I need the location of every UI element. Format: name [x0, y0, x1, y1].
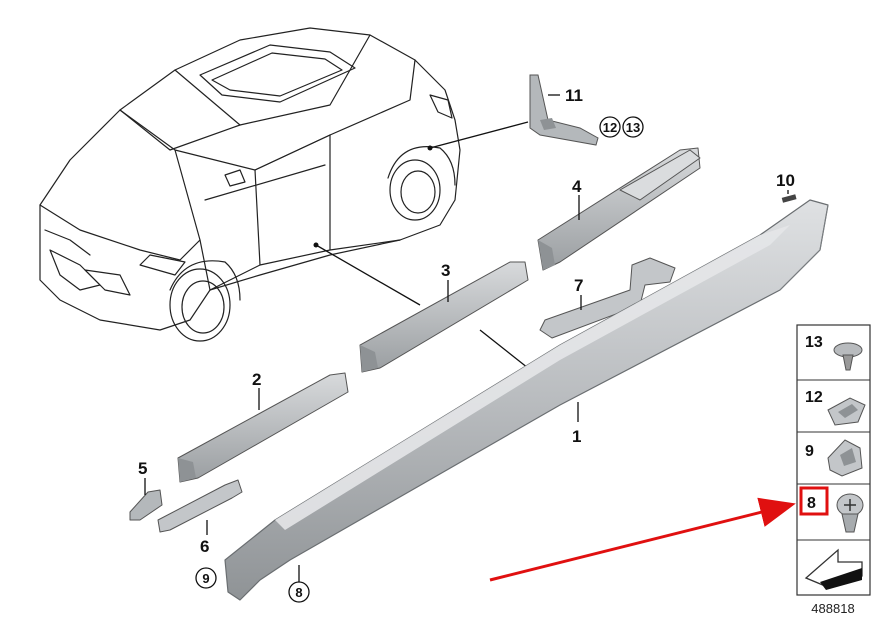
svg-text:13: 13	[626, 120, 640, 135]
part-2-reinforcement	[177, 372, 349, 483]
legend-item-9: 9	[805, 439, 863, 477]
circled-9: 9	[195, 567, 217, 589]
callout-5: 5	[138, 459, 147, 478]
legend-item-8: 8	[799, 486, 864, 533]
svg-text:12: 12	[805, 389, 823, 406]
part-3-reinforcement	[359, 261, 529, 373]
svg-text:12: 12	[603, 120, 617, 135]
legend-item-12: 12	[805, 389, 866, 426]
callout-4: 4	[572, 177, 582, 196]
part-11-bracket	[529, 74, 599, 146]
part-1-side-sill	[224, 199, 829, 601]
highlight-box	[799, 486, 829, 516]
part-6-trim	[157, 479, 243, 535]
reference-number: 488818	[811, 601, 854, 616]
part-5-bracket	[129, 478, 163, 521]
legend-symbol	[804, 548, 863, 590]
circled-8: 8	[288, 565, 310, 603]
part-7-trim	[539, 257, 676, 339]
callout-11: 11	[565, 86, 583, 105]
svg-text:9: 9	[202, 571, 209, 586]
svg-text:13: 13	[805, 334, 823, 351]
callout-2: 2	[252, 370, 261, 389]
red-pointer-arrow	[489, 497, 796, 582]
callout-10: 10	[776, 171, 795, 190]
circled-12: 12	[599, 116, 621, 138]
circled-13: 13	[622, 116, 644, 138]
callout-6: 6	[200, 537, 209, 556]
svg-text:9: 9	[805, 443, 814, 460]
callout-7: 7	[574, 276, 583, 295]
svg-text:8: 8	[295, 585, 302, 600]
callout-3: 3	[441, 261, 450, 280]
svg-text:8: 8	[807, 495, 816, 512]
part-4-reinforcement	[537, 147, 701, 271]
fastener-legend: 13 12 9 8	[796, 324, 871, 596]
car-illustration	[39, 27, 461, 342]
part-10-clip	[781, 190, 797, 203]
legend-item-13: 13	[805, 334, 863, 371]
callout-1: 1	[572, 427, 581, 446]
car-leader-lines	[313, 121, 529, 369]
